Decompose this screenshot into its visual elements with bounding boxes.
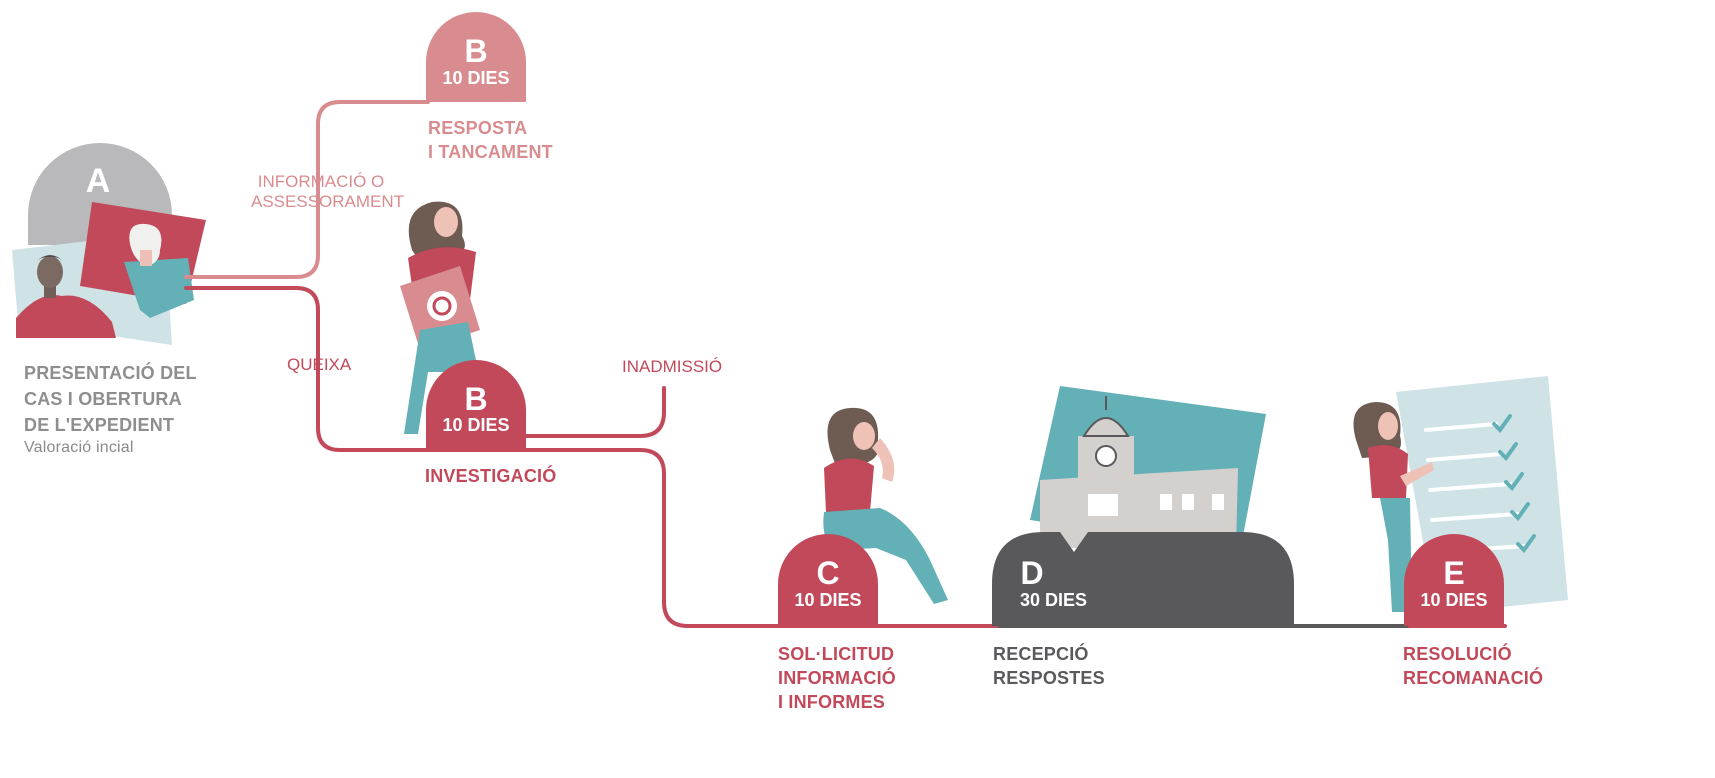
step-a-title: PRESENTACIÓ DEL CAS I OBERTURA DE L'EXPE… [24,360,197,458]
badge-d-days: 30 DIES [1020,590,1087,610]
step-e-title-line: RESOLUCIÓ [1403,644,1512,664]
inadmissio-branch-line [524,386,666,438]
branch-info-line: INFORMACIÓ O [257,172,385,191]
badge-e-letter: E [1443,555,1464,591]
step-c-title-line: SOL·LICITUD [778,644,895,664]
step-b-top-title: RESPOSTA I TANCAMENT [428,116,553,164]
branch-info-label: INFORMACIÓ O ASSESSORAMENT [251,172,405,212]
step-e-title: RESOLUCIÓ RECOMANACIÓ [1403,642,1543,690]
step-e-title-line: RECOMANACIÓ [1403,668,1544,688]
step-d-title-line: RECEPCIÓ [993,644,1089,664]
badge-a: A [86,162,111,200]
badge-b-top-letter: B [464,33,487,69]
badge-c-days: 10 DIES [794,590,861,610]
badge-b-mid-letter: B [464,381,487,417]
step-b-mid-title: INVESTIGACIÓ [425,463,556,489]
step-d-title: RECEPCIÓ RESPOSTES [993,642,1105,690]
woman-with-folder-illustration [400,201,480,434]
badge-a-letter: A [86,162,111,200]
badge-b-top: B 10 DIES [426,12,526,102]
badge-e-days: 10 DIES [1420,590,1487,610]
step-c-title: SOL·LICITUD INFORMACIÓ I INFORMES [778,642,896,714]
badge-c: C 10 DIES [778,534,878,626]
badge-d: D 30 DIES [992,532,1294,626]
step-d-title-line: RESPOSTES [993,668,1105,688]
people-video-call-illustration [12,143,206,345]
step-b-top-title-line: RESPOSTA [428,118,528,138]
badge-b-mid: B 10 DIES [426,360,526,450]
step-c-title-line: INFORMACIÓ [778,668,896,688]
step-c-title-line: I INFORMES [778,692,886,712]
step-b-mid-title-line: INVESTIGACIÓ [425,466,557,486]
badge-e: E 10 DIES [1404,534,1504,626]
town-hall-illustration [1030,386,1266,552]
branch-queixa-label: QUEIXA [287,355,352,374]
step-a-subtitle: Valoració incial [24,439,134,456]
step-a-title-line: PRESENTACIÓ DEL [24,363,197,383]
woman-on-phone-illustration [823,407,948,604]
queixa-branch-line [184,286,1002,628]
branch-info-line: ASSESSORAMENT [251,192,405,211]
badge-d-letter: D [1020,555,1043,591]
badge-b-mid-days: 10 DIES [442,415,509,435]
step-a-title-line: CAS I OBERTURA [24,389,182,409]
branch-inadmissio-label: INADMISSIÓ [622,357,723,376]
badge-c-letter: C [816,555,839,591]
info-branch-line [184,100,430,279]
step-b-top-title-line: I TANCAMENT [428,142,553,162]
badge-b-top-days: 10 DIES [442,68,509,88]
step-a-title-line: DE L'EXPEDIENT [24,415,175,435]
